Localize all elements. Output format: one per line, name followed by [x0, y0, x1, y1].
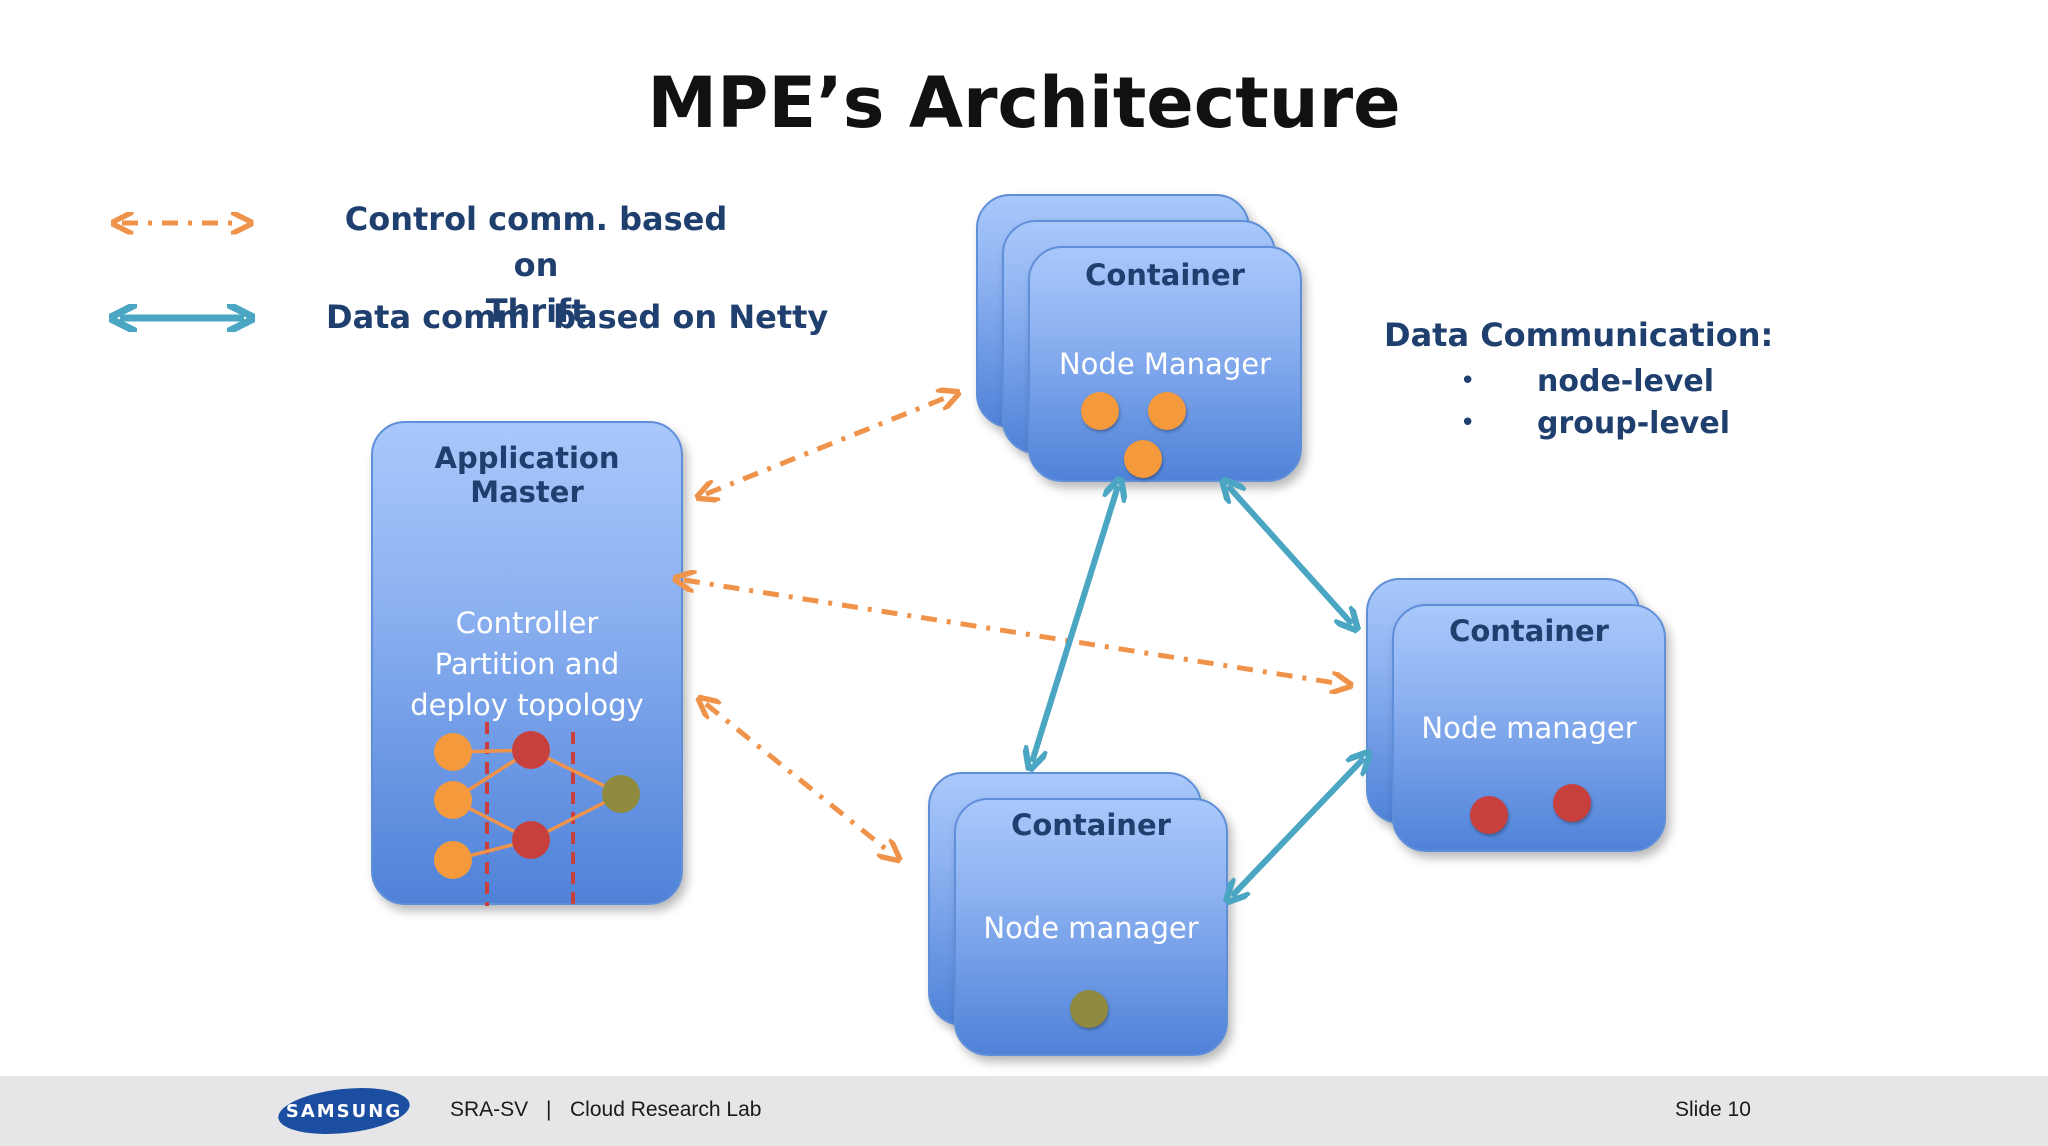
spout-node	[434, 841, 472, 879]
container-bottom-node-manager: Node manager	[983, 911, 1199, 945]
page-title: MPE’s Architecture	[647, 62, 1401, 144]
app-master-line-partition: Partition and	[434, 647, 620, 681]
data-arrow-top-bottom	[1032, 486, 1118, 762]
control-arrow-am-to-bottom	[706, 704, 892, 854]
data-communication-node-level: node-level	[1537, 364, 1715, 399]
application-master-description: Controller Partition and deploy topology	[373, 603, 681, 726]
task-dot-olive	[1070, 990, 1108, 1028]
bullet-icon: •	[1460, 366, 1476, 396]
task-dot-orange	[1148, 392, 1186, 430]
application-master-title: Application Master	[434, 441, 620, 509]
footer-org: SRA-SV	[450, 1098, 529, 1121]
legend-control-line2: Thrift	[485, 292, 587, 330]
data-communication-group-level: group-level	[1537, 406, 1730, 441]
container-right-title: Container	[1449, 614, 1609, 648]
data-communication-title: Data Communication:	[1384, 316, 1774, 354]
footer-bar: SAMSUNG SRA-SV | Cloud Research Lab Slid…	[0, 1076, 2048, 1146]
legend-control-line1: Control comm. based on	[344, 200, 728, 284]
bolt-node	[512, 821, 550, 859]
control-arrow-am-to-right	[684, 580, 1342, 684]
task-dot-orange	[1081, 392, 1119, 430]
control-arrow-am-to-top	[706, 396, 950, 494]
topology-graph	[434, 722, 640, 906]
container-top: Container Node Manager	[1028, 246, 1302, 482]
data-arrow-bottom-right	[1232, 758, 1364, 896]
bullet-icon: •	[1460, 408, 1476, 438]
data-arrow-top-right	[1228, 486, 1352, 624]
legend-data-label: Data comm. based on Netty	[326, 298, 829, 336]
task-dot-red	[1470, 796, 1508, 834]
task-dot-red	[1553, 784, 1591, 822]
app-master-line-deploy: deploy topology	[410, 688, 644, 722]
slide-number: Slide 10	[1675, 1098, 1751, 1121]
footer-separator: |	[546, 1098, 552, 1121]
bolt-node	[512, 731, 550, 769]
container-bottom-title: Container	[1011, 808, 1171, 842]
container-right-node-manager: Node manager	[1421, 711, 1637, 745]
samsung-logo-text: SAMSUNG	[286, 1101, 402, 1122]
arrows-overlay	[0, 0, 2048, 1076]
sink-node	[602, 775, 640, 813]
task-dot-orange	[1124, 440, 1162, 478]
legend-control-label: Control comm. based on Thrift	[326, 196, 746, 334]
spout-node	[434, 733, 472, 771]
container-top-node-manager: Node Manager	[1058, 347, 1272, 381]
app-master-line-controller: Controller	[455, 606, 599, 640]
footer-lab: Cloud Research Lab	[570, 1098, 762, 1121]
container-top-title: Container	[1085, 258, 1245, 292]
samsung-logo: SAMSUNG	[278, 1088, 410, 1134]
container-bottom: Container Node manager	[954, 798, 1228, 1056]
spout-node	[434, 781, 472, 819]
container-right: Container Node manager	[1392, 604, 1666, 852]
